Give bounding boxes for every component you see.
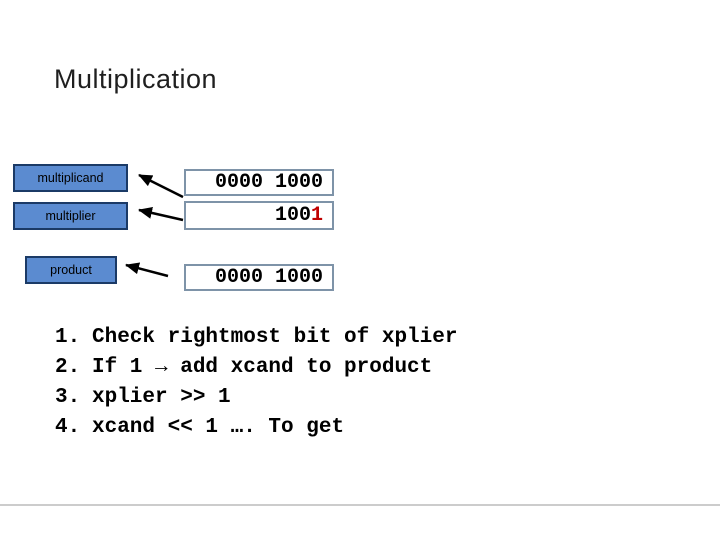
- multiplicand-value: 0000 1000: [214, 171, 323, 194]
- step-1-text: Check rightmost bit of xplier: [92, 325, 458, 349]
- register-label-multiplier: multiplier: [13, 202, 128, 230]
- product-value: 0000 1000: [214, 266, 323, 289]
- step-4-number: 4.: [55, 415, 81, 439]
- step-1: 1. Check rightmost bit of xplier: [55, 322, 515, 352]
- register-label-multiplier-text: multiplier: [45, 209, 96, 223]
- register-label-product-text: product: [50, 263, 92, 277]
- algorithm-steps: 1. Check rightmost bit of xplier 2. If 1 →…: [55, 322, 515, 442]
- step-4: 4. xcand << 1 …. To get: [55, 412, 515, 442]
- bottom-divider-line: [0, 504, 720, 506]
- value-box-product: 0000 1000: [184, 264, 334, 291]
- step-1-number: 1.: [55, 325, 81, 349]
- register-label-multiplicand: multiplicand: [13, 164, 128, 192]
- step-3: 3. xplier >> 1: [55, 382, 515, 412]
- step-3-text: xplier >> 1: [92, 385, 231, 409]
- arrow-multiplicand-icon: [138, 173, 184, 199]
- arrow-multiplier-icon: [138, 207, 184, 222]
- multiplier-value: 100: [274, 204, 311, 227]
- step-2-number: 2.: [55, 355, 81, 379]
- value-box-multiplicand: 0000 1000: [184, 169, 334, 196]
- step-3-number: 3.: [55, 385, 81, 409]
- step-4-text: xcand << 1 …. To get: [92, 415, 345, 439]
- step-2: 2. If 1 → add xcand to product: [55, 352, 515, 382]
- arrow-product-icon: [125, 262, 169, 278]
- register-label-multiplicand-text: multiplicand: [37, 171, 104, 185]
- slide-title: Multiplication: [54, 64, 218, 94]
- step-2-text: If 1 → add xcand to product: [92, 355, 433, 379]
- register-label-product: product: [25, 256, 117, 284]
- multiplier-value-highlight: 1: [310, 204, 323, 227]
